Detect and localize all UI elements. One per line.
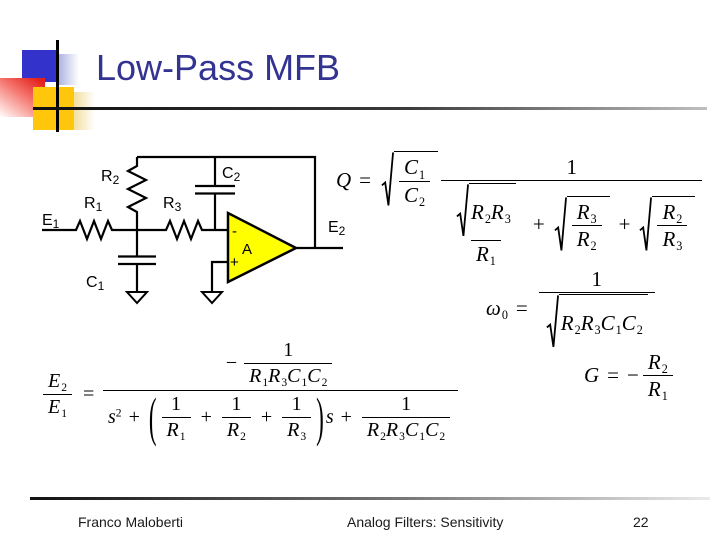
radical-icon: [456, 183, 469, 239]
title-underline: [33, 107, 707, 110]
radical-icon: [554, 196, 567, 253]
radical-icon: [381, 151, 394, 208]
footer-page-number: 22: [633, 514, 649, 530]
radical-icon: [639, 196, 652, 253]
page-title: Low-Pass MFB: [96, 47, 341, 88]
radical-icon: [546, 294, 559, 350]
var-omega0: ω0: [486, 295, 508, 323]
var-Q: Q: [336, 167, 352, 192]
footer-title: Analog Filters: Sensitivity: [347, 514, 504, 530]
footer-divider: [30, 497, 710, 500]
plus-input-wire: [210, 260, 228, 292]
label-r2: R2: [101, 168, 120, 187]
label-r3: R3: [163, 195, 182, 214]
opamp-triangle: [226, 210, 299, 285]
open-paren: (: [148, 388, 157, 447]
footer-author: Franco Maloberti: [78, 514, 184, 530]
decoration-blue-square: [22, 50, 57, 82]
label-c1: C1: [86, 274, 105, 293]
var-G: G: [584, 363, 600, 388]
capacitor-c2: [195, 157, 235, 230]
resistor-r1: [70, 217, 118, 243]
label-e2: E2: [328, 219, 346, 238]
opamp-plus-sign: +: [230, 254, 239, 271]
ground-icon-c1: [124, 291, 150, 305]
opamp-minus-sign: -: [232, 223, 237, 240]
resistor-r2: [125, 157, 149, 230]
s-squared: s2: [108, 406, 122, 428]
decoration-yellow-shadow: [74, 92, 95, 130]
close-paren: ): [316, 388, 324, 447]
circuit-diagram: - + A E1 R1 R2 R3 C1 C2 E2: [42, 155, 346, 305]
label-r1: R1: [84, 195, 103, 214]
ground-icon-plus: [199, 291, 225, 305]
opamp-gain-label: A: [242, 241, 252, 258]
decoration-vertical-line: [56, 40, 59, 132]
resistor-r3: [160, 217, 208, 243]
decoration-blue-shadow: [57, 54, 79, 85]
label-e1: E1: [42, 212, 60, 231]
feedback-top-wire: [137, 155, 317, 248]
capacitor-c1: [118, 230, 156, 292]
label-c2: C2: [222, 165, 241, 184]
